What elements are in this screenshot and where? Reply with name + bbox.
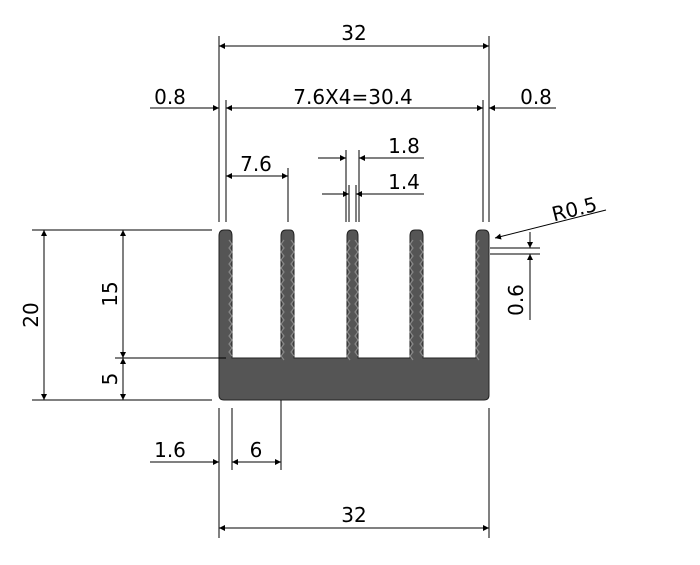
label-pitch-total: 7.6X4=30.4 — [293, 85, 413, 109]
label-serration-depth: 0.6 — [504, 284, 528, 316]
profile-base-and-fins — [218, 229, 490, 401]
dimension-labels: 32 0.8 7.6X4=30.4 0.8 7.6 1.8 1.4 R0.5 0… — [19, 21, 599, 527]
label-pitch: 7.6 — [240, 152, 272, 176]
label-fin-height: 15 — [98, 281, 122, 306]
label-base-thickness: 5 — [98, 373, 122, 386]
fin-serration-6 — [409, 239, 414, 361]
label-base-edge: 1.6 — [154, 438, 186, 462]
fin-serration-8 — [475, 239, 480, 361]
fin-serration-2 — [280, 239, 285, 361]
label-fin-width-top: 1.8 — [388, 134, 420, 158]
fin-serration-1 — [228, 239, 233, 357]
label-fin-width-base: 1.4 — [388, 170, 420, 194]
dimension-lines — [41, 43, 607, 531]
fin-serration-5 — [354, 239, 359, 357]
label-edge-right: 0.8 — [520, 85, 552, 109]
label-edge-left: 0.8 — [154, 85, 186, 109]
fin-serration-4 — [346, 239, 351, 361]
label-total-height: 20 — [19, 302, 43, 327]
fin-serration-7 — [419, 239, 424, 357]
label-overall-width-top: 32 — [341, 21, 366, 45]
heatsink-profile — [218, 229, 490, 401]
label-corner-radius: R0.5 — [549, 192, 599, 226]
label-slot-width: 6 — [250, 438, 263, 462]
label-overall-width-bottom: 32 — [341, 503, 366, 527]
fin-serration-3 — [290, 239, 295, 357]
